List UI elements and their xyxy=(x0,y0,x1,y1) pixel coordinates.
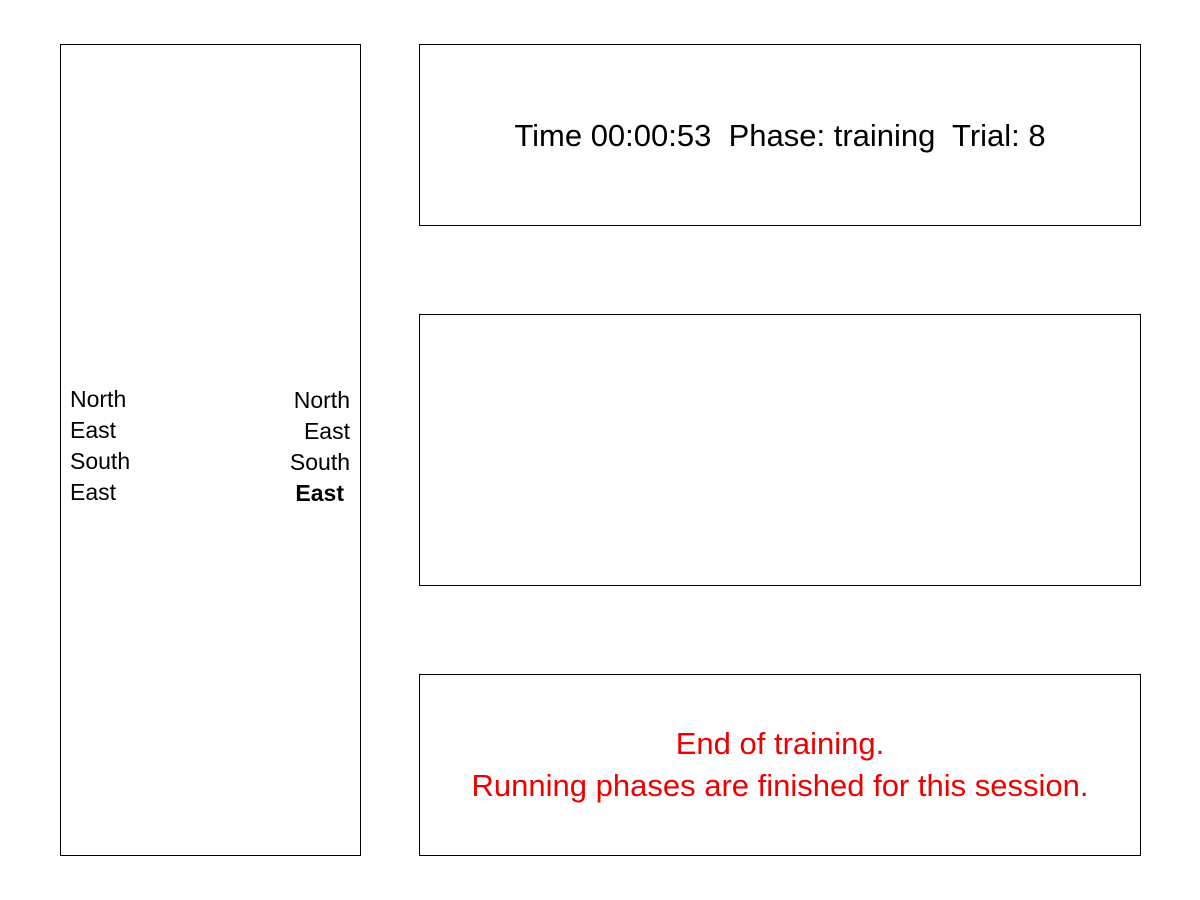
message-panel: End of training. Running phases are fini… xyxy=(419,674,1141,856)
left-direction-list: North East South East xyxy=(70,384,130,508)
right-direction-item: South xyxy=(289,449,350,475)
right-direction-item: North xyxy=(293,387,350,413)
message-line-1: End of training. xyxy=(675,726,885,761)
direction-panel: North East South East North East South E… xyxy=(60,44,361,856)
right-direction-item-selected: East xyxy=(295,480,344,506)
left-direction-item: South xyxy=(70,448,131,474)
left-direction-item: East xyxy=(70,417,117,443)
right-direction-list: North East South East xyxy=(290,385,350,509)
status-panel: Time 00:00:53 Phase: training Trial: 8 xyxy=(419,44,1141,226)
message-line-2: Running phases are finished for this ses… xyxy=(471,768,1089,803)
stimulus-panel xyxy=(419,314,1141,586)
right-direction-item: East xyxy=(303,418,350,444)
left-direction-item: East xyxy=(70,479,117,505)
status-line: Time 00:00:53 Phase: training Trial: 8 xyxy=(514,118,1046,153)
left-direction-item: North xyxy=(70,386,127,412)
